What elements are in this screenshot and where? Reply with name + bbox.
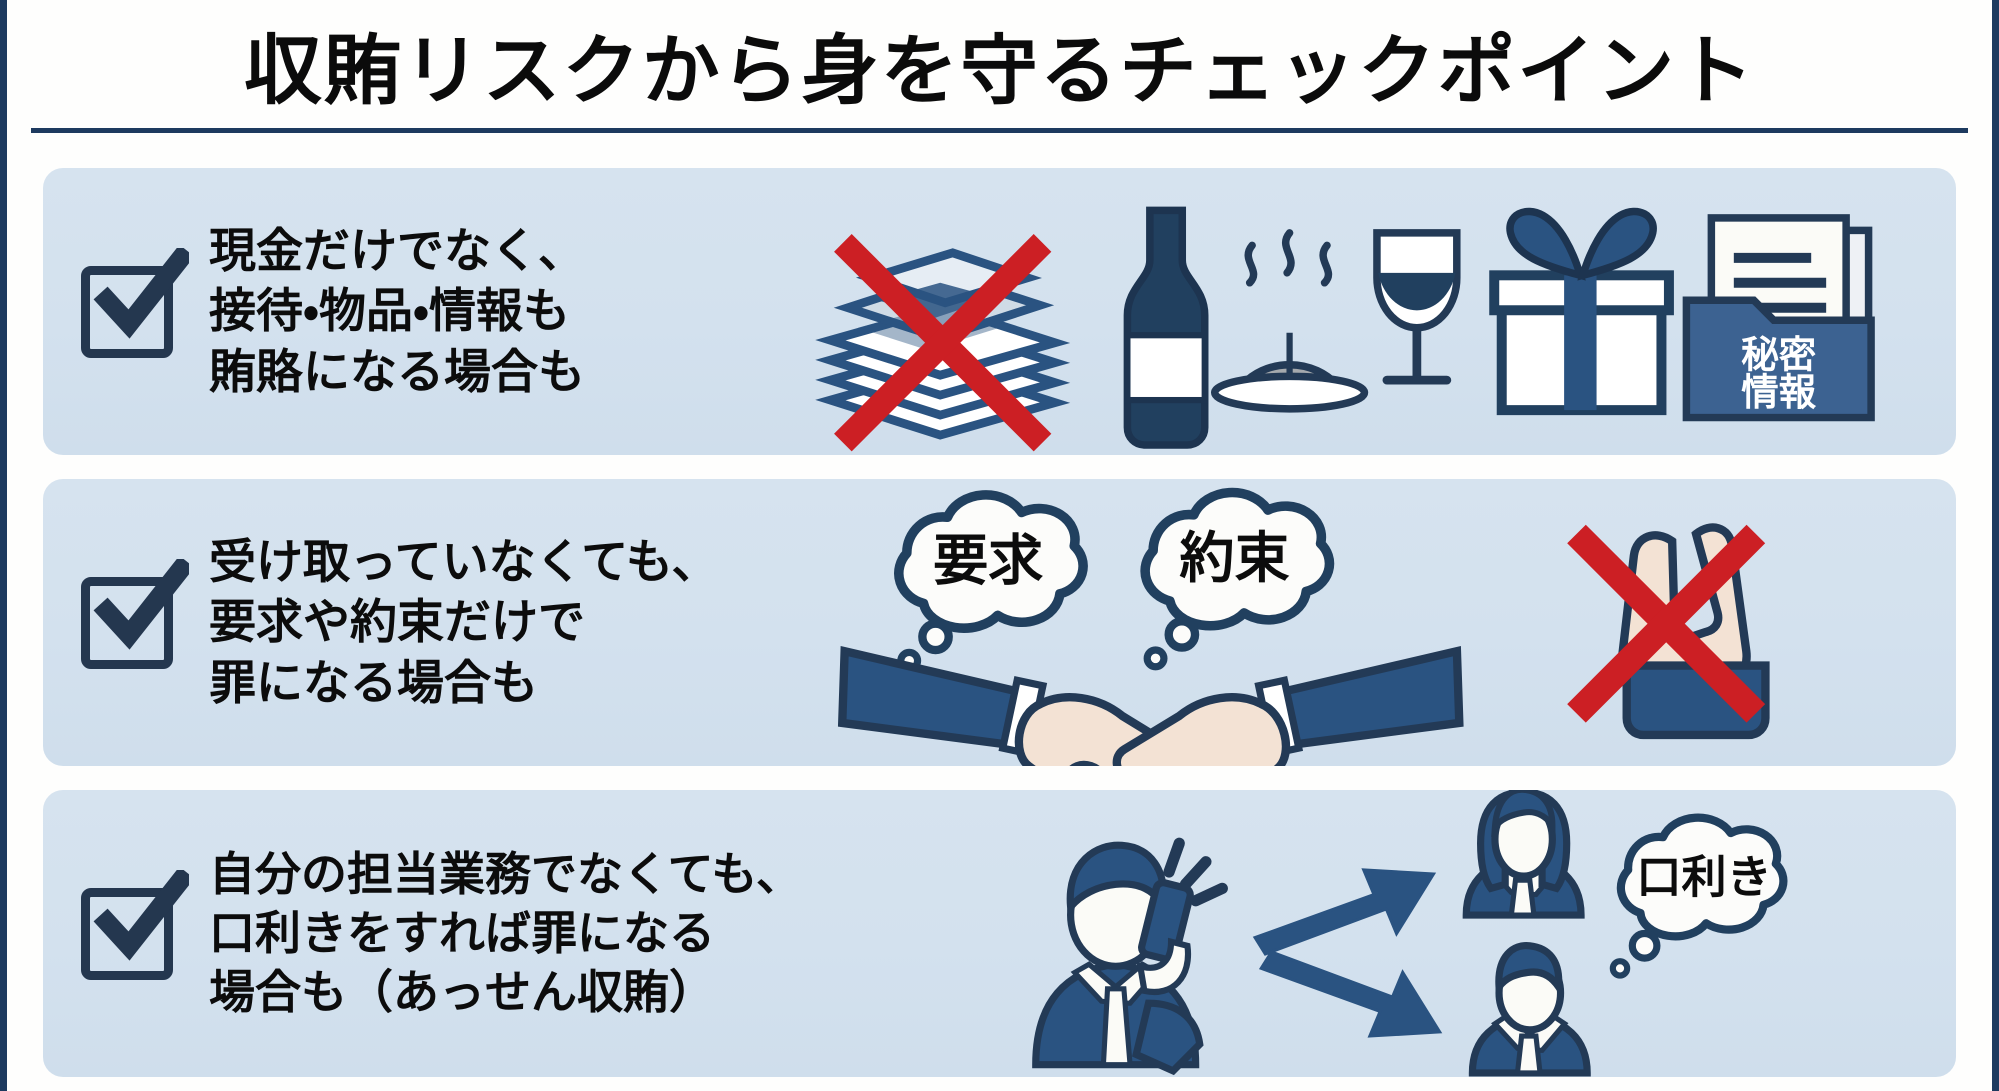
checkpoint-text-2: 受け取っていなくても、 要求や約束だけで 罪になる場合も [193, 532, 733, 714]
checkbox-checked-icon [81, 869, 189, 980]
bubble-label-promise: 約束 [1179, 527, 1289, 589]
folder-label-line-1: 秘密 [1741, 334, 1816, 376]
checkpoint-text-2-line-2: 要求や約束だけで [209, 595, 585, 649]
checkbox-checked-icon [81, 247, 189, 358]
confidential-folder-icon: 秘密 情報 [1682, 214, 1875, 422]
thought-bubble-demand: 要求 [894, 490, 1088, 673]
checkpoint-text-1-line-2: 接待・物品・情報も [209, 284, 570, 338]
praying-hands-crossed-out-icon [1567, 523, 1770, 740]
checkbox-cell-2 [43, 558, 193, 669]
checkpoint-row-1: 現金だけでなく、 接待・物品・情報も 賄賂になる場合も [43, 168, 1956, 455]
checkpoint-text-1-line-1: 現金だけでなく、 [209, 223, 585, 277]
checkpoint-text-2-line-3: 罪になる場合も [209, 655, 538, 709]
arrow-down-right-icon [1258, 950, 1443, 1038]
checkpoint-text-1: 現金だけでなく、 接待・物品・情報も 賄賂になる場合も [193, 221, 733, 403]
checkpoint-text-1-line-3: 賄賂になる場合も [209, 344, 585, 398]
row-3-illustrations: 口利き [1032, 790, 1788, 1077]
checkbox-cell-3 [43, 869, 193, 980]
checkpoint-rows: 現金だけでなく、 接待・物品・情報も 賄賂になる場合も [43, 168, 1956, 1077]
folder-label-line-2: 情報 [1741, 371, 1816, 413]
checkpoint-text-3-line-1: 自分の担当業務でなくても、 [209, 847, 802, 900]
page-title: 収賄リスクから身を守るチェックポイント [243, 29, 1756, 114]
checkmark-icon [93, 247, 189, 339]
steam-icon [1244, 229, 1333, 287]
wine-bottle-icon [1123, 206, 1209, 449]
header: 収賄リスクから身を守るチェックポイント [7, 0, 1992, 128]
sound-lines-icon [1163, 837, 1228, 907]
checkmark-icon [93, 558, 189, 650]
red-cross-mark-icon [834, 234, 1052, 452]
checkbox-checked-icon [81, 558, 189, 669]
illustration-area-2: 要求 約束 [733, 479, 1956, 766]
checkpoint-text-2-line-1: 受け取っていなくても、 [209, 534, 719, 588]
checkpoint-text-3: 自分の担当業務でなくても、 口利きをすれば罪になる 場合も（あっせん収賄） [193, 845, 833, 1023]
checkpoint-text-3-line-3: 場合も（あっせん収賄） [209, 966, 715, 1019]
checkbox-square [81, 887, 173, 980]
businesswoman-icon [1462, 790, 1585, 919]
checkpoint-row-2: 受け取っていなくても、 要求や約束だけで 罪になる場合も 要求 [43, 479, 1956, 766]
checkpoint-row-3: 自分の担当業務でなくても、 口利きをすれば罪になる 場合も（あっせん収賄） [43, 790, 1956, 1077]
arrow-up-right-icon [1252, 868, 1437, 956]
handshake-icon [837, 645, 1464, 766]
checkmark-icon [93, 869, 189, 961]
checkpoint-text-3-line-2: 口利きをすれば罪になる [209, 906, 715, 959]
thought-bubble-promise: 約束 [1140, 487, 1335, 671]
checkbox-cell-1 [43, 247, 193, 358]
illustration-area-1: 秘密 情報 [733, 168, 1956, 455]
bubble-label-influence-peddling: 口利き [1636, 852, 1771, 903]
man-on-phone-icon [1032, 837, 1228, 1076]
header-divider [31, 128, 1968, 133]
checkbox-square [81, 576, 173, 669]
covered-dish-icon [1210, 229, 1369, 413]
row-2-illustrations: 要求 約束 [837, 487, 1770, 766]
illustration-area-3: 口利き [833, 790, 1956, 1077]
cash-stack-crossed-out-icon [815, 234, 1071, 452]
thought-bubble-influence-peddling: 口利き [1609, 813, 1788, 979]
red-cross-mark-icon [1567, 524, 1766, 723]
businessman-icon [1468, 942, 1591, 1077]
gift-box-icon [1489, 207, 1674, 416]
bubble-label-demand: 要求 [933, 529, 1043, 591]
checkbox-square [81, 265, 173, 358]
wine-glass-icon [1373, 229, 1461, 385]
row-1-illustrations: 秘密 情報 [815, 206, 1875, 452]
